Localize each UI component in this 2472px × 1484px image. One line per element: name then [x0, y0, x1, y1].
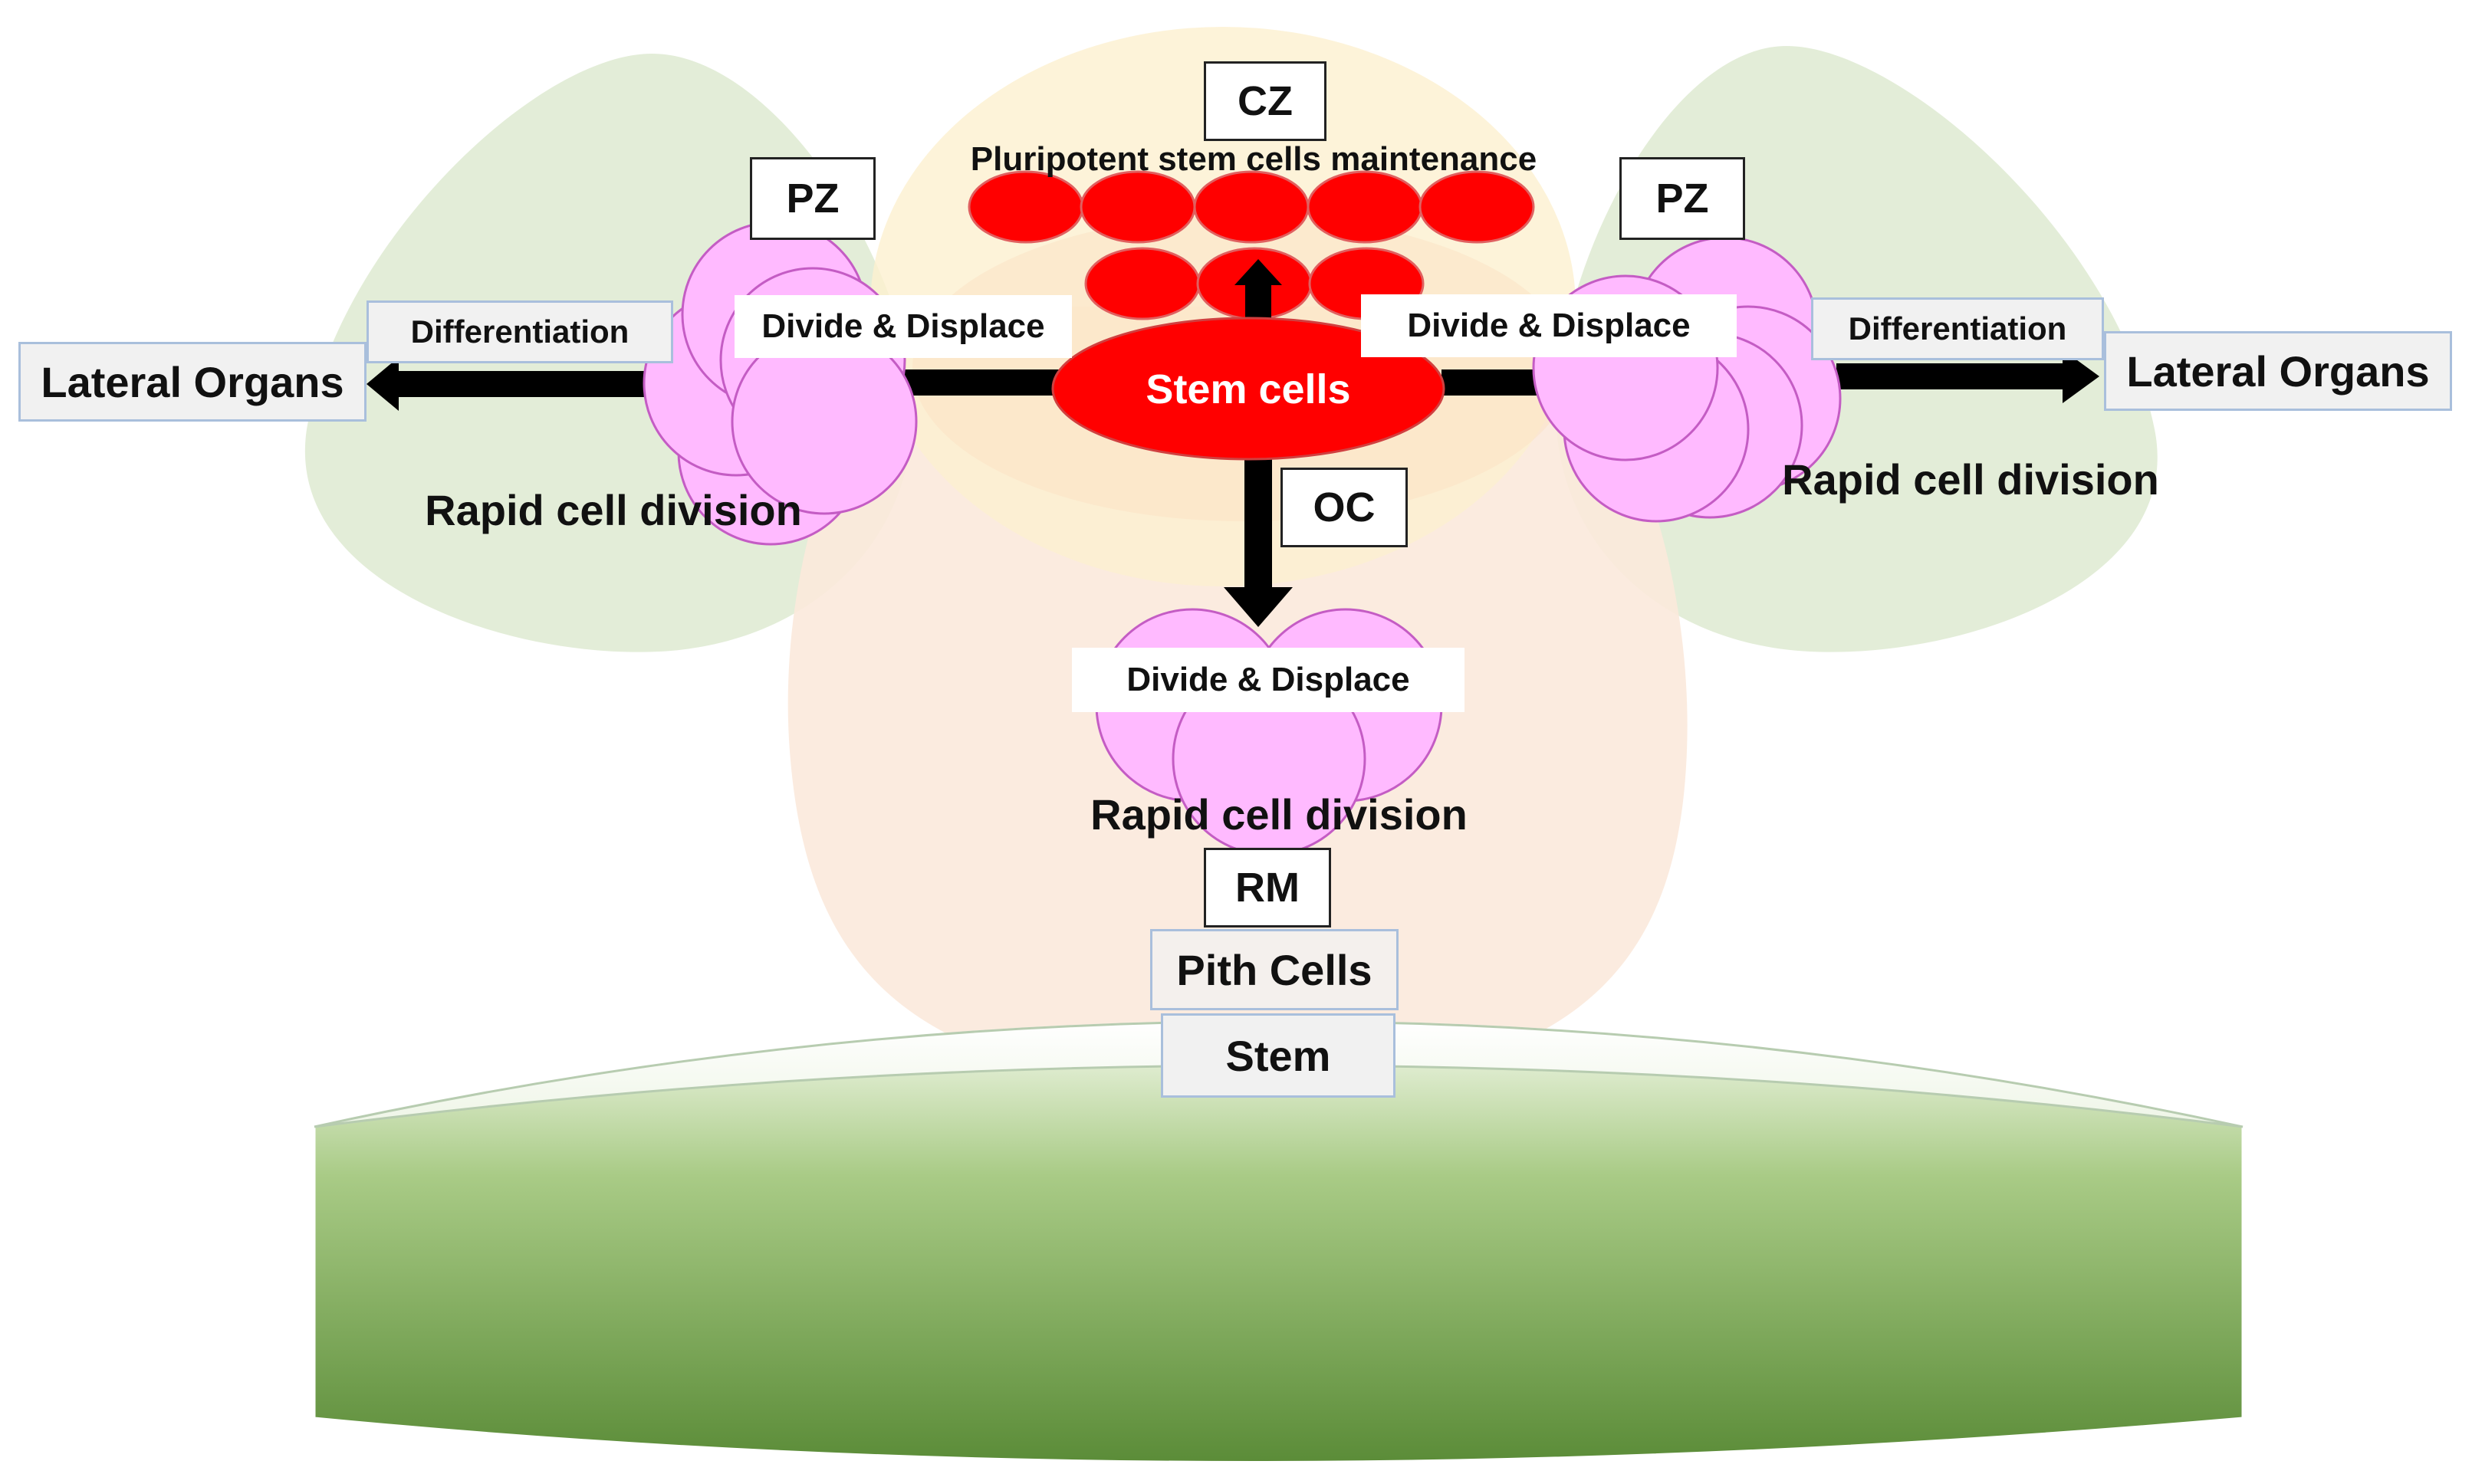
- rapid-cell-division-left: Rapid cell division: [425, 485, 802, 534]
- arrow-up-head-icon: [1234, 259, 1282, 285]
- connector-left: [905, 369, 1073, 396]
- oc-label: OC: [1280, 468, 1408, 547]
- pz-label-right: PZ: [1619, 157, 1745, 240]
- arrow-left-head-icon: [367, 357, 399, 411]
- rapid-cell-division-bottom: Rapid cell division: [1090, 790, 1468, 839]
- cz-label: CZ: [1204, 61, 1326, 141]
- divide-displace-right: Divide & Displace: [1361, 294, 1737, 357]
- arrow-down-head-icon: [1224, 587, 1293, 627]
- stem-cells-ellipse: [1051, 317, 1445, 461]
- arrow-right-head-icon: [2063, 350, 2099, 403]
- lateral-organs-left: Lateral Organs: [18, 342, 367, 422]
- lateral-organs-right: Lateral Organs: [2104, 331, 2452, 411]
- arrow-right-shaft: [1836, 363, 2066, 389]
- rm-label: RM: [1204, 848, 1331, 927]
- arrow-left-shaft: [395, 371, 663, 397]
- pluripotent-label: Pluripotent stem cells maintenance: [970, 140, 1537, 178]
- red-cell: [1084, 247, 1201, 320]
- stem-label: Stem: [1161, 1013, 1395, 1098]
- red-cell: [1418, 170, 1535, 244]
- arrow-down-shaft: [1244, 452, 1272, 590]
- pz-label-left: PZ: [750, 157, 876, 240]
- rapid-cell-division-right: Rapid cell division: [1782, 455, 2159, 504]
- pith-cells-label: Pith Cells: [1150, 929, 1399, 1010]
- differentiation-label-left: Differentiation: [367, 300, 673, 363]
- stem-cells-label: Stem cells: [1146, 366, 1351, 412]
- divide-displace-left: Divide & Displace: [735, 295, 1072, 358]
- divide-displace-bottom: Divide & Displace: [1072, 648, 1464, 712]
- stem-top-face: [314, 1020, 2244, 1128]
- differentiation-label-right: Differentiation: [1811, 297, 2104, 360]
